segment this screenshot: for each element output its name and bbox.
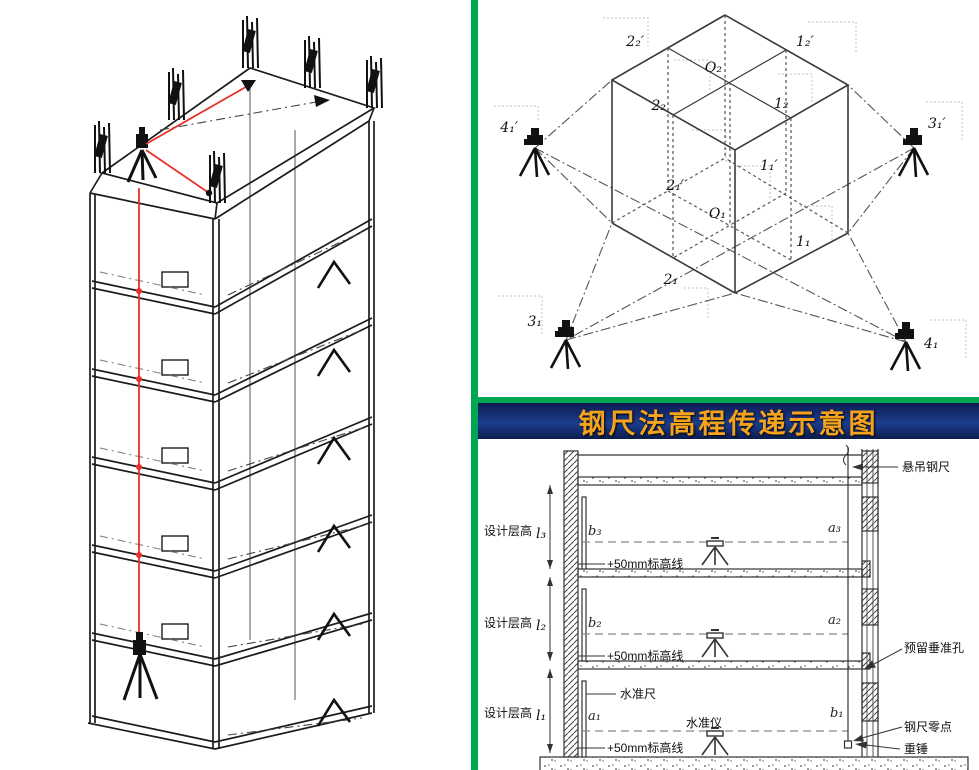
ground-line <box>87 712 373 750</box>
ground-slab <box>539 756 969 770</box>
theodolite-right-icon <box>897 126 930 179</box>
floor-slabs <box>577 476 863 670</box>
theodolite-bottom-right-icon <box>889 320 922 373</box>
storey-label-2: 设计层高 <box>484 615 532 630</box>
green-divider-horizontal <box>478 397 979 403</box>
steel-tape <box>843 447 853 749</box>
laser-sight-lines <box>145 80 256 197</box>
reading-left-2: b₂ <box>588 616 602 631</box>
storey-symbol-1: l₁ <box>536 708 546 724</box>
reading-left-3: b₃ <box>588 524 602 539</box>
label-station-bottom-left: 3₁ <box>527 314 542 330</box>
mark-label-2: +50mm标高线 <box>607 648 683 663</box>
floor-axis-lines <box>99 231 363 736</box>
roof-theodolite-icon <box>126 127 158 183</box>
building-frame-panel <box>0 0 470 770</box>
tape-zero-callout: 钢尺零点 <box>853 720 952 742</box>
label-ground-center: O₁ <box>709 206 726 222</box>
left-face-floors <box>91 280 216 743</box>
laser-plummet-icon <box>122 632 159 701</box>
wall-stubs <box>161 271 189 640</box>
building-frame-drawing <box>87 0 470 750</box>
label-roof-front-right: 1₂ <box>774 96 789 112</box>
laser-plumb-line <box>136 188 142 660</box>
tape-callout: 悬吊钢尺 <box>852 460 950 474</box>
weight-callout: 重锤 <box>855 741 928 756</box>
roof-axis-arrow-icon <box>314 95 330 107</box>
theodolite-bottom-left-icon <box>549 318 582 371</box>
level-instrument-label: 水准仪 <box>686 716 722 730</box>
reading-left-1: a₁ <box>588 709 601 724</box>
level-instrument-1-icon <box>701 727 729 756</box>
rebar-clusters <box>95 16 382 203</box>
left-wall <box>563 450 579 758</box>
axis-chevron-marks <box>316 259 352 727</box>
corner-bracket-marks <box>494 17 967 360</box>
elevation-transfer-panel: 设计层高 l₃ 设计层高 l₂ 设计层高 l₁ b₃ <box>478 439 979 770</box>
label-roof-axis-right: 1₂′ <box>796 34 815 50</box>
reserved-hole-label: 预留垂准孔 <box>904 641 964 655</box>
label-station-right: 3₁′ <box>928 116 947 132</box>
axis-projection-panel: 2₂′ 1₂′ O₂ 2₂ 1₂ 2₁′ 1₁′ O₁ 1₁ 2₁ 4₁′ 3₁… <box>478 0 979 397</box>
tape-zero-label: 钢尺零点 <box>904 720 952 734</box>
roof-axis-line <box>159 101 317 131</box>
storey-dimension-line <box>547 485 553 753</box>
section-title-banner: 钢尺法高程传递示意图 <box>478 403 979 443</box>
storey-label-3: 设计层高 <box>484 523 532 538</box>
right-wall <box>861 449 879 757</box>
green-divider-vertical <box>471 0 478 770</box>
label-ground-front-left: 2₁ <box>662 272 678 288</box>
weight-label: 重锤 <box>904 741 928 756</box>
section-title: 钢尺法高程传递示意图 <box>578 409 879 439</box>
label-station-left: 4₁′ <box>499 120 519 136</box>
label-roof-center: O₂ <box>705 60 722 76</box>
label-roof-axis-left: 2₂′ <box>625 34 645 50</box>
mark-lines <box>578 563 605 749</box>
label-ground-axis-left: 2₁′ <box>665 178 685 194</box>
point-labels: 2₂′ 1₂′ O₂ 2₂ 1₂ 2₁′ 1₁′ O₁ 1₁ 2₁ 4₁′ 3₁… <box>499 34 946 352</box>
reading-right-2: a₂ <box>828 613 841 628</box>
label-ground-axis-right: 1₁′ <box>760 158 779 174</box>
roof-slab <box>89 67 377 220</box>
storey-symbol-3: l₃ <box>536 526 546 542</box>
leveling-staffs <box>581 496 587 758</box>
reading-right-1: b₁ <box>830 706 844 721</box>
building-block <box>610 14 850 294</box>
storey-label-1: 设计层高 <box>484 705 532 720</box>
sight-lines <box>534 79 915 343</box>
mark-label-1: +50mm标高线 <box>607 740 683 755</box>
right-face-floors <box>214 218 373 743</box>
mark-label-3: +50mm标高线 <box>607 556 683 571</box>
storey-symbol-2: l₂ <box>536 618 546 634</box>
reading-right-3: a₃ <box>828 521 841 536</box>
label-station-bottom-right: 4₁ <box>923 336 939 352</box>
elevation-transfer-drawing: 设计层高 l₃ 设计层高 l₂ 设计层高 l₁ b₃ <box>484 444 969 770</box>
axis-projection-drawing: 2₂′ 1₂′ O₂ 2₂ 1₂ 2₁′ 1₁′ O₁ 1₁ 2₁ 4₁′ 3₁… <box>494 14 967 373</box>
hanging-tape-label: 悬吊钢尺 <box>902 460 950 474</box>
label-roof-front-left: 2₂ <box>650 98 666 114</box>
reserved-hole-callout: 预留垂准孔 <box>864 641 964 669</box>
staff-label: 水准尺 <box>620 687 656 701</box>
interior-columns <box>249 82 296 700</box>
theodolite-left-icon <box>518 126 551 179</box>
label-ground-front-right: 1₁ <box>796 234 811 250</box>
